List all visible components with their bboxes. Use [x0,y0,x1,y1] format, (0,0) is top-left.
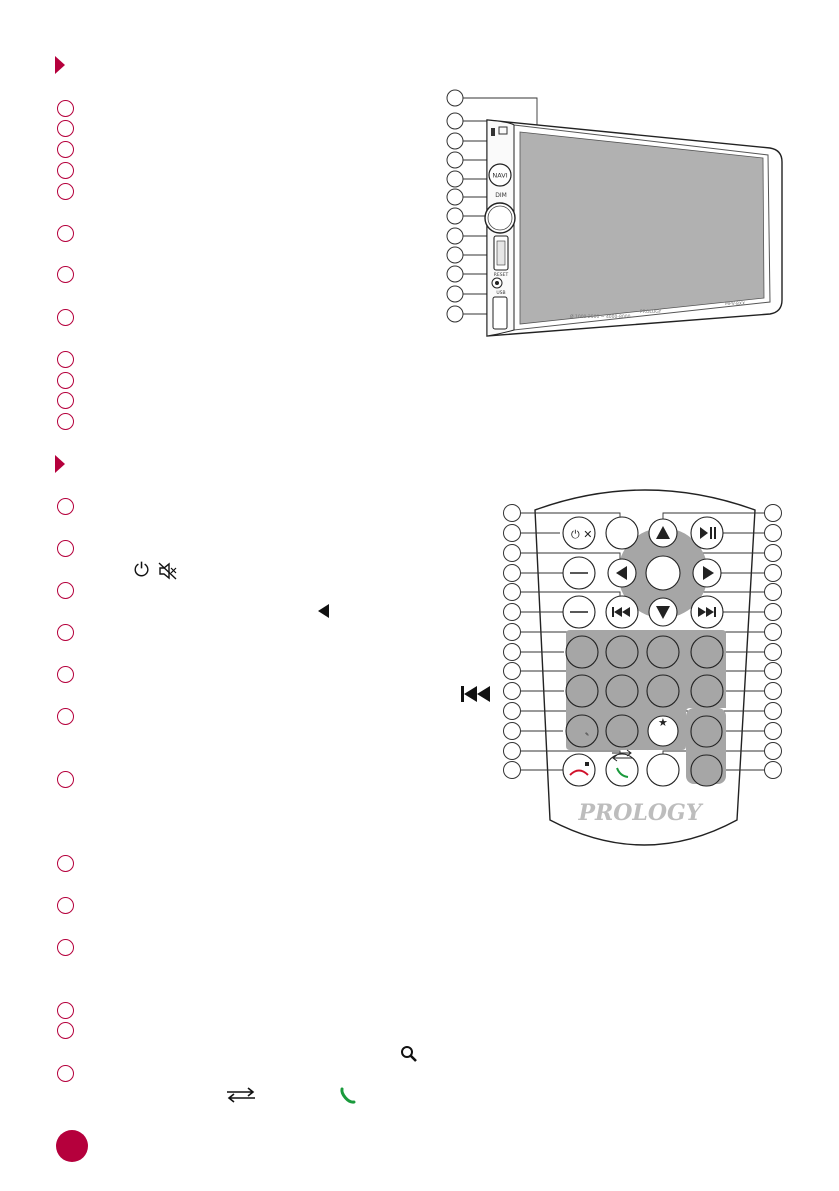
list-item-number [57,225,74,242]
remote-hangup-icon[interactable] [569,769,589,776]
call-icon [340,1087,356,1104]
list-item-number [57,624,74,641]
remote-control-illustration: ⏻ ✕ ★ ✎ PROLOGY [503,489,782,846]
dim-label: DIM [495,192,507,199]
list-item-number [57,855,74,872]
remote-logo: PROLOGY [577,800,703,826]
list-item-number [57,1022,74,1039]
remote-next-track-icon[interactable] [698,607,716,617]
list-item-number [57,540,74,557]
list-item-number [57,120,74,137]
list-item-number [57,392,74,409]
remote-left-arrow-icon[interactable] [616,566,627,580]
list-item-number [57,666,74,683]
search-icon [401,1046,417,1062]
usb-label: USB [496,290,505,296]
section-marker-head-unit [55,56,65,74]
remote-call-icon[interactable] [616,767,629,778]
navi-button-label: NAVI [492,172,507,180]
list-item-number [57,708,74,725]
remote-down-arrow-icon[interactable] [656,606,670,619]
list-item-number [57,266,74,283]
remote-repeat-icon [612,749,632,762]
list-item-number [57,897,74,914]
repeat-icon [227,1087,255,1103]
list-item-number [57,771,74,788]
list-item-number [57,309,74,326]
mute-icon [158,562,177,580]
page-number-badge [56,1130,88,1162]
list-item-number [57,413,74,430]
section-marker-remote [55,455,65,473]
list-item-number [57,939,74,956]
remote-right-arrow-icon[interactable] [703,566,714,580]
left-arrow-icon [318,604,329,618]
power-icon: ⏻ [134,560,150,581]
list-item-number [57,372,74,389]
remote-star-icon[interactable]: ★ [658,717,668,729]
list-item-number [57,351,74,368]
svg-text:✎: ✎ [585,732,589,738]
remote-prev-track-icon[interactable] [612,607,630,617]
list-item-number [57,582,74,599]
panel-text-mid: PROLOGY [640,309,662,315]
head-unit-illustration: NAVI DIM RESET USB Ø 1000 2500 ~ 4000-80… [446,89,783,337]
prev-track-icon [461,686,490,702]
list-item-number [57,141,74,158]
panel-text-left: Ø 1000 2500 ~ 4000-8000 [570,313,631,320]
panel-text-right: MPV-8XX [725,301,745,307]
remote-up-arrow-icon[interactable] [656,526,670,539]
remote-power-mute-icon[interactable]: ⏻ ✕ [571,528,592,541]
reset-label: RESET [494,272,509,278]
list-item-number [57,498,74,515]
list-item-number [57,1002,74,1019]
list-item-number [57,100,74,117]
remote-play-pause-icon[interactable] [700,527,708,539]
list-item-number [57,183,74,200]
list-item-number [57,162,74,179]
list-item-number [57,1065,74,1082]
